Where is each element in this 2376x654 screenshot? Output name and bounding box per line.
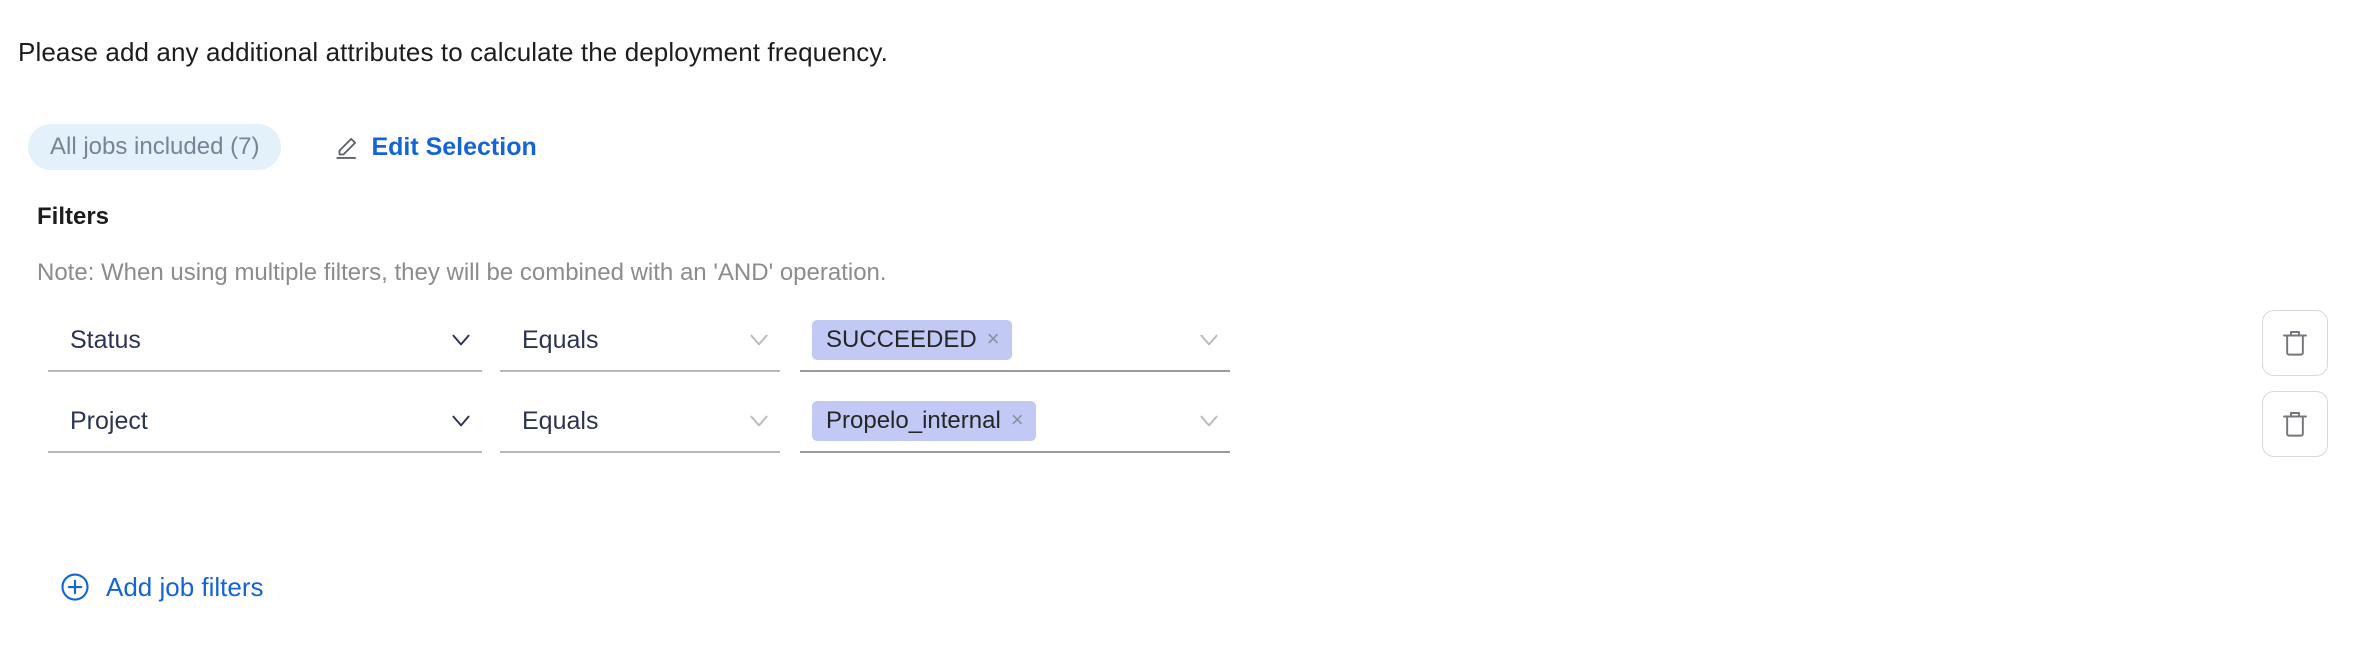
filter-attribute-select[interactable]: Status [48,310,482,372]
filters-heading: Filters [37,203,110,230]
trash-icon [2281,409,2309,439]
chevron-down-icon [746,408,772,434]
add-job-filters-label: Add job filters [106,572,264,602]
chevron-down-icon [448,327,474,353]
delete-filter-button[interactable] [2262,391,2328,457]
filter-operator-value: Equals [522,407,599,435]
filter-attribute-value: Status [70,326,141,354]
edit-selection-label: Edit Selection [371,133,537,161]
filter-value-select[interactable]: Propelo_internal × [800,391,1230,453]
add-job-filters-button[interactable]: Add job filters [60,572,264,602]
chevron-down-icon [1196,408,1222,434]
chevron-down-icon [448,408,474,434]
intro-text: Please add any additional attributes to … [18,37,888,67]
close-icon[interactable]: × [1010,407,1024,432]
edit-selection-button[interactable]: Edit Selection [333,132,537,162]
selection-summary-row: All jobs included (7) Edit Selection [28,124,537,170]
delete-filter-button[interactable] [2262,310,2328,376]
filter-value-tag[interactable]: Propelo_internal × [812,401,1036,441]
filter-operator-value: Equals [522,326,599,354]
filter-row: Project Equals Propelo_internal × [0,391,2376,453]
filters-note: Note: When using multiple filters, they … [37,259,887,286]
close-icon[interactable]: × [986,326,1000,351]
filter-attribute-value: Project [70,407,148,435]
plus-circle-icon [60,572,90,602]
filter-value-tag[interactable]: SUCCEEDED × [812,320,1012,360]
filter-attribute-select[interactable]: Project [48,391,482,453]
chevron-down-icon [1196,327,1222,353]
filter-value-select[interactable]: SUCCEEDED × [800,310,1230,372]
filter-value-tag-label: Propelo_internal [826,407,1001,434]
all-jobs-included-chip[interactable]: All jobs included (7) [28,124,282,170]
pencil-icon [333,135,359,161]
filter-operator-select[interactable]: Equals [500,310,780,372]
filter-operator-select[interactable]: Equals [500,391,780,453]
trash-icon [2281,328,2309,358]
filter-row: Status Equals SUCCEEDED × [0,310,2376,372]
filter-value-tag-label: SUCCEEDED [826,326,977,353]
chevron-down-icon [746,327,772,353]
